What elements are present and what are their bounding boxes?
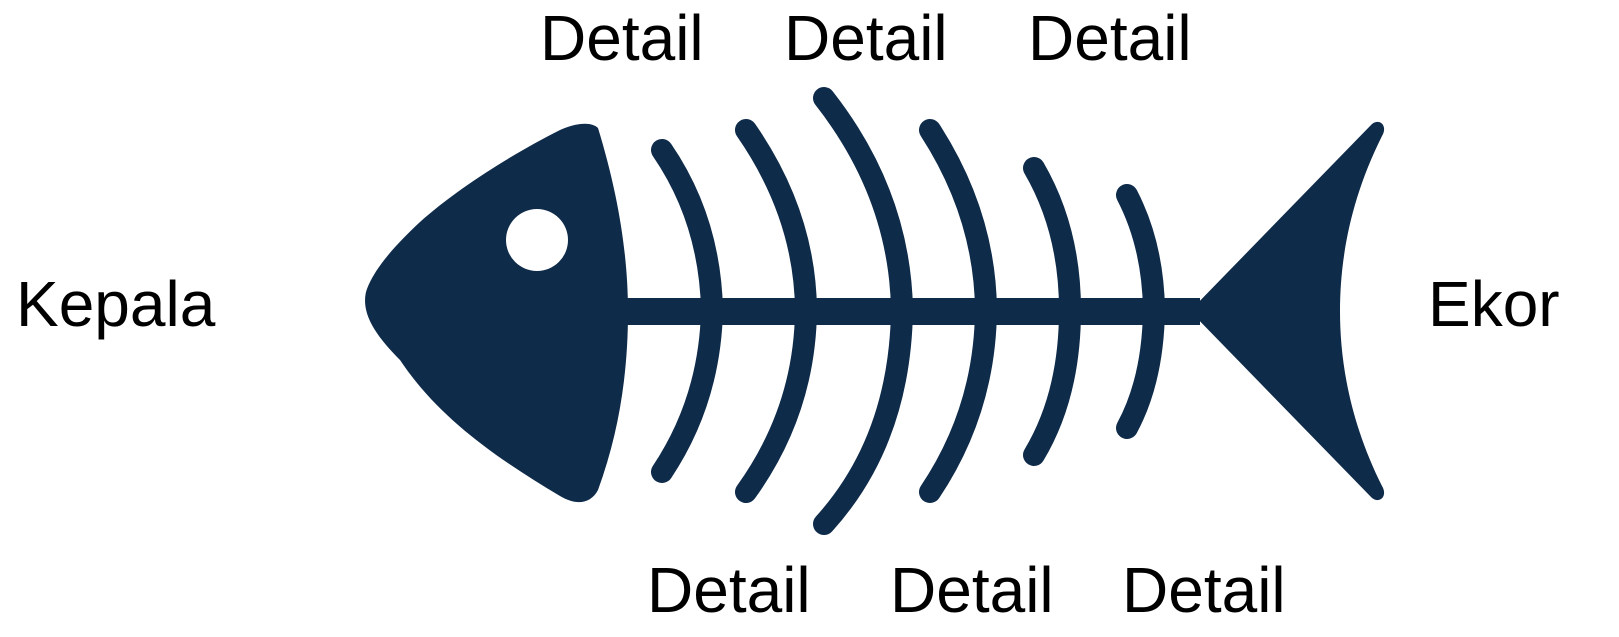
top-detail-label: Detail (540, 6, 704, 70)
head-label: Kepala (16, 272, 215, 336)
bottom-detail-label: Detail (647, 558, 811, 622)
fish-head (365, 124, 628, 502)
bottom-detail-label: Detail (890, 558, 1054, 622)
fish-tail (1190, 122, 1384, 500)
fish-eye (506, 209, 568, 271)
top-detail-label: Detail (1028, 6, 1192, 70)
top-detail-label: Detail (784, 6, 948, 70)
bottom-detail-label: Detail (1122, 558, 1286, 622)
tail-label: Ekor (1428, 272, 1560, 336)
